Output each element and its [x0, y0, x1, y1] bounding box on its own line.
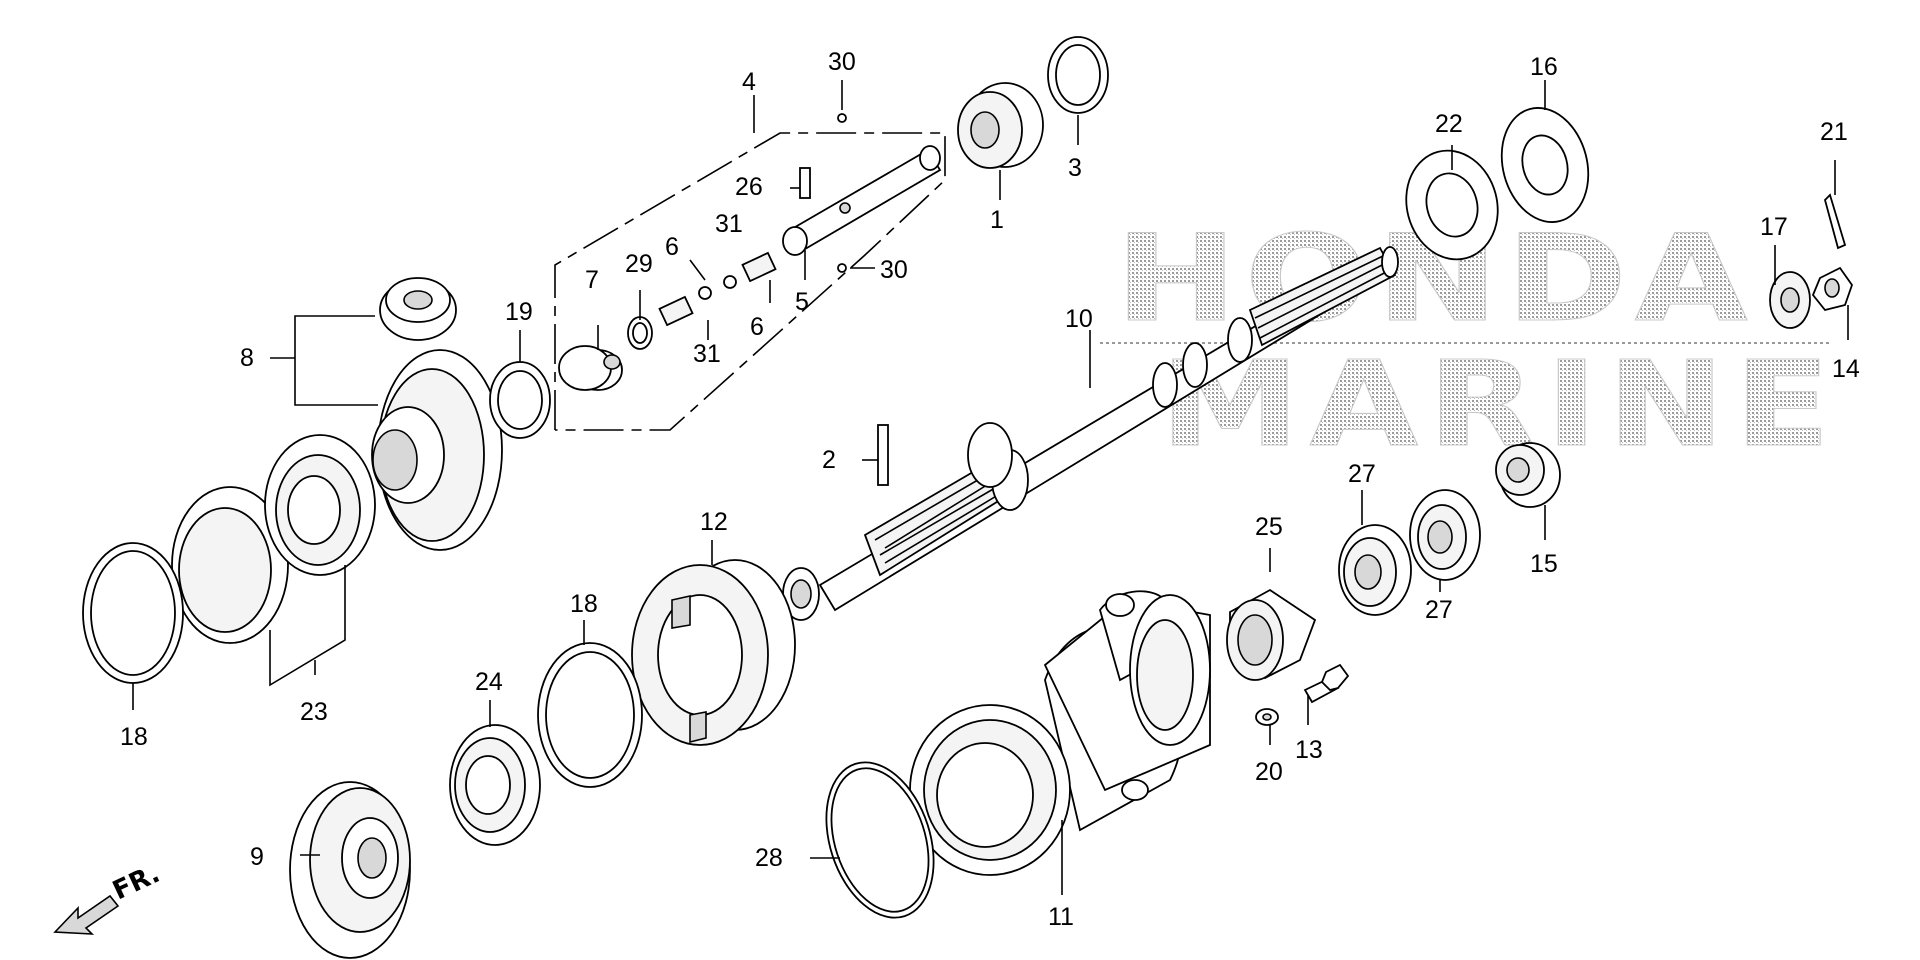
part-15-bushing: [1495, 442, 1561, 508]
callout-labels: 1 2 3 4 5 6 6 7 8 9 10 11 12 13 14 15 16…: [120, 48, 1860, 931]
part-29-clip: [627, 316, 653, 350]
part-27-seal-left: [1338, 524, 1412, 616]
callout-27a: 27: [1348, 460, 1376, 488]
arrow-down-left-icon: [53, 894, 120, 935]
callout-22: 22: [1435, 110, 1463, 138]
callout-25: 25: [1255, 513, 1283, 541]
callout-6a: 6: [665, 233, 679, 261]
callout-6b: 6: [750, 313, 764, 341]
part-28-o-ring: [825, 761, 935, 919]
callout-19: 19: [505, 298, 533, 326]
part-20-washer: [1255, 708, 1279, 726]
part-9-bevel-gear: [289, 781, 411, 959]
callout-23: 23: [300, 698, 328, 726]
callout-5: 5: [795, 288, 809, 316]
callout-1: 1: [990, 206, 1004, 234]
part-6-spring-right: [741, 251, 777, 283]
callout-28: 28: [755, 844, 783, 872]
callout-27b: 27: [1425, 596, 1453, 624]
callout-3: 3: [1068, 154, 1082, 182]
part-12-bearing-holder: [631, 559, 796, 746]
callout-30b: 30: [880, 256, 908, 284]
watermark-line2: MARINE: [1160, 335, 1840, 473]
part-3-ring: [1047, 36, 1109, 114]
callout-4: 4: [742, 68, 756, 96]
part-24-ball-bearing: [449, 724, 541, 846]
callout-10: 10: [1065, 305, 1093, 333]
callout-11: 11: [1048, 903, 1074, 931]
callout-18b: 18: [570, 590, 598, 618]
callout-7: 7: [585, 266, 599, 294]
part-8-gear-set: [371, 277, 503, 551]
part-16-washer: [1500, 107, 1590, 223]
part-30-ball-right: [837, 263, 847, 273]
callout-30a: 30: [828, 48, 856, 76]
callout-13: 13: [1295, 736, 1323, 764]
part-25-needle-bearing: [1226, 588, 1317, 681]
part-31-ball-left: [698, 286, 712, 300]
callout-2: 2: [822, 446, 836, 474]
part-11-housing: [909, 590, 1211, 876]
part-5-shift-rod: [782, 145, 942, 256]
callout-18a: 18: [120, 723, 148, 751]
callout-9: 9: [250, 843, 264, 871]
callout-24: 24: [475, 668, 503, 696]
callout-17: 17: [1760, 213, 1788, 241]
part-14-nut: [1811, 266, 1854, 312]
part-21-cotter-pin: [1823, 193, 1847, 250]
part-18-ring-mid: [537, 642, 643, 788]
part-18-ring-left: [82, 542, 184, 684]
front-label: FR.: [108, 859, 164, 907]
callout-21: 21: [1820, 118, 1848, 146]
callout-16: 16: [1530, 53, 1558, 81]
callout-26: 26: [735, 173, 763, 201]
part-27-seal-right: [1409, 489, 1481, 581]
part-23-bearing: [171, 434, 376, 644]
callout-31b: 31: [693, 340, 721, 368]
callout-12: 12: [700, 508, 728, 536]
callout-20: 20: [1255, 758, 1283, 786]
part-1-clutch: [957, 82, 1044, 169]
callout-14: 14: [1832, 355, 1860, 383]
part-26-pin: [799, 167, 811, 199]
part-31-ball-right: [723, 275, 737, 289]
leader-lines: [132, 80, 1849, 895]
part-30-ball-top: [837, 113, 847, 123]
part-7-plunger: [558, 345, 623, 391]
part-19-ring: [489, 361, 551, 439]
callout-31a: 31: [715, 210, 743, 238]
honda-marine-watermark: HONDA MARINE: [1100, 210, 1840, 474]
callout-29: 29: [625, 250, 653, 278]
callout-8: 8: [240, 344, 254, 372]
part-13-bolt: [1303, 663, 1350, 704]
part-10-shaft: [782, 246, 1399, 621]
part-17-washer: [1769, 271, 1811, 329]
part-2-pin: [877, 424, 889, 486]
callout-15: 15: [1530, 550, 1558, 578]
part-6-spring-left: [658, 295, 694, 327]
front-direction-marker: FR.: [53, 859, 165, 935]
part-22-thrust-bearing: [1405, 149, 1499, 261]
